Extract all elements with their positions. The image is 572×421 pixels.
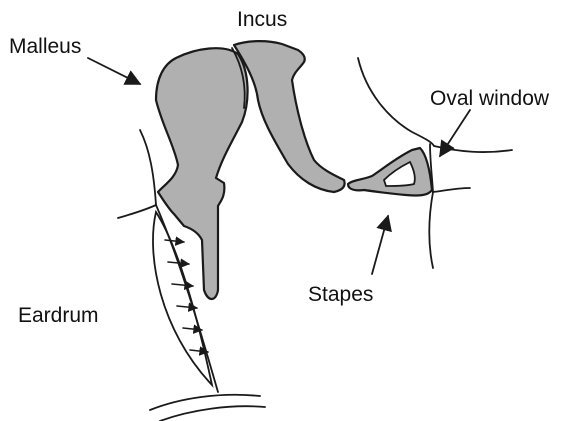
- stapes-pointer-arrow: [372, 216, 388, 274]
- stapes-bone: [348, 148, 432, 195]
- incus-label: Incus: [237, 9, 287, 30]
- malleus-label: Malleus: [9, 36, 81, 57]
- inner-ear-wall-lower-right: [433, 188, 470, 192]
- canal-floor-lower: [160, 406, 265, 421]
- stapes-label: Stapes: [308, 284, 373, 305]
- eardrum-label: Eardrum: [18, 305, 99, 326]
- inner-ear-wall-lower: [429, 192, 433, 268]
- malleus-pointer-arrow: [88, 58, 140, 84]
- inner-ear-wall-upper: [358, 58, 434, 146]
- canal-wall-upper: [118, 205, 156, 218]
- oval-window-label: Oval window: [430, 88, 549, 109]
- canal-floor: [150, 395, 260, 410]
- incus-bone: [234, 41, 345, 192]
- canal-wall-left: [140, 130, 156, 205]
